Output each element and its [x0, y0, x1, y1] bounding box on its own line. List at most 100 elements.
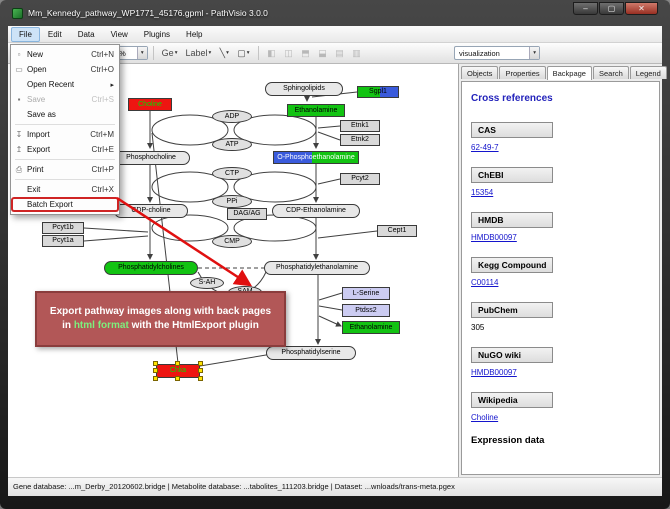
xref-link[interactable]: C00114 [471, 278, 499, 287]
pathway-node-cdp-choline[interactable]: CDP-choline [114, 204, 188, 218]
pathway-node-ethanolamine[interactable]: Ethanolamine [342, 321, 400, 334]
pathway-node-ethanolamine[interactable]: Ethanolamine [287, 104, 345, 117]
selection-handle[interactable] [153, 361, 158, 366]
selection-handle[interactable] [153, 376, 158, 381]
gene-node-tool-button[interactable]: Ge▾ [159, 45, 181, 61]
pathway-node-etnk1[interactable]: Etnk1 [340, 120, 380, 132]
visualization-combo[interactable]: visualization ▾ [454, 46, 540, 60]
line-tool-button[interactable]: ╲▾ [216, 45, 232, 61]
pathway-node-o-phosphoethanolamine[interactable]: O-Phosphoethanolamine [273, 151, 359, 164]
xref-header: CAS [471, 122, 553, 138]
selection-handle[interactable] [198, 376, 203, 381]
tab-search[interactable]: Search [592, 66, 629, 79]
align-left-button[interactable]: ◧ [264, 45, 280, 61]
pathway-node-phosphocholine[interactable]: Phosphocholine [112, 151, 190, 165]
pathway-node-ppi[interactable]: PPi [212, 195, 252, 208]
align-middle-button[interactable]: ⬓ [315, 45, 331, 61]
pathway-node-s-ah[interactable]: S-AH [190, 277, 224, 289]
pathway-node-phosphatidylethanolamine[interactable]: Phosphatidylethanolamine [264, 261, 370, 275]
xref-link[interactable]: Choline [471, 413, 499, 422]
file-menu-item-shortcut: Ctrl+P [91, 165, 114, 174]
menu-plugins[interactable]: Plugins [143, 29, 171, 39]
pathway-node-pcyt1a[interactable]: Pcyt1a [42, 235, 84, 247]
selection-handle[interactable] [198, 361, 203, 366]
pathway-node-cmp[interactable]: CMP [212, 235, 252, 248]
gene-node-tool-caret-icon[interactable]: ▾ [174, 50, 178, 56]
menu-view[interactable]: View [110, 29, 128, 39]
align-top-button[interactable]: ⬒ [298, 45, 314, 61]
menu-edit[interactable]: Edit [47, 29, 62, 39]
xref-link[interactable]: HMDB00097 [471, 368, 517, 377]
pathway-node-cdp-ethanolamine[interactable]: CDP-Ethanolamine [272, 204, 360, 218]
pathway-node-ctp[interactable]: CTP [212, 167, 252, 180]
pathway-node-dag-ag[interactable]: DAG/AG [227, 208, 267, 220]
save-icon: ▪ [17, 95, 21, 104]
align-top-icon: ⬒ [301, 48, 310, 58]
zoom-caret-icon[interactable]: ▾ [136, 47, 147, 59]
selection-handle[interactable] [175, 361, 180, 366]
pathway-node-sgpl1[interactable]: Sgpl1 [357, 86, 399, 98]
selection-handle[interactable] [175, 376, 180, 381]
label-tool-caret-icon[interactable]: ▾ [208, 50, 212, 56]
align-center-icon: ◫ [284, 48, 293, 58]
pathway-node-pcyt1b[interactable]: Pcyt1b [42, 222, 84, 234]
tab-legend[interactable]: Legend [629, 66, 667, 79]
label-tool-button[interactable]: Label▾ [182, 45, 214, 61]
distribute-horizontal-button[interactable]: ▤ [332, 45, 348, 61]
line-tool-caret-icon[interactable]: ▾ [226, 50, 229, 56]
shape-tool-button[interactable]: ▢▾ [234, 45, 252, 61]
app-icon [12, 7, 23, 19]
file-menu-item-open-recent[interactable]: Open Recent▸ [11, 77, 119, 92]
visualization-caret-icon[interactable]: ▾ [529, 47, 539, 59]
pathway-node-ptdss2[interactable]: Ptdss2 [342, 304, 390, 317]
pathway-node-atp[interactable]: ATP [212, 138, 252, 151]
xref-section-cas: CAS 62-49-7 [471, 120, 650, 152]
menu-data[interactable]: Data [77, 29, 95, 39]
menu-separator [15, 159, 115, 160]
menu-file[interactable]: File [11, 26, 40, 42]
minimize-button[interactable]: – [573, 2, 598, 15]
file-menu-item-shortcut: Ctrl+S [91, 95, 114, 104]
annotation-segment: with the HtmlExport plugin [128, 320, 259, 331]
align-center-button[interactable]: ◫ [281, 45, 297, 61]
xref-link[interactable]: HMDB00097 [471, 233, 517, 242]
menu-help[interactable]: Help [186, 29, 203, 39]
pathway-node-pcyt2[interactable]: Pcyt2 [340, 173, 380, 185]
selection-handle[interactable] [198, 368, 203, 373]
xref-link[interactable]: 15354 [471, 188, 494, 197]
tab-properties[interactable]: Properties [499, 66, 546, 79]
selection-handle[interactable] [153, 368, 158, 373]
pathway-node-sphingolipids[interactable]: Sphingolipids [265, 82, 343, 96]
tab-objects[interactable]: Objects [461, 66, 499, 79]
shape-tool-caret-icon[interactable]: ▾ [246, 50, 250, 56]
distribute-vertical-button[interactable]: ▥ [349, 45, 365, 61]
pathway-node-phosphatidylcholines[interactable]: Phosphatidylcholines [104, 261, 198, 275]
tab-backpage[interactable]: Backpage [546, 66, 592, 80]
maximize-button[interactable]: ▢ [599, 2, 624, 15]
xref-value: 305 [471, 323, 485, 332]
align-left-icon: ◧ [267, 48, 276, 58]
pathway-node-etnk2[interactable]: Etnk2 [340, 134, 380, 146]
label-tool-icon: Label [185, 48, 208, 58]
file-menu-item-label: Open Recent [27, 80, 75, 89]
new-icon: ▫ [17, 50, 21, 59]
pathway-node-phosphatidylserine[interactable]: Phosphatidylserine [266, 346, 356, 360]
xref-link[interactable]: 62-49-7 [471, 143, 499, 152]
annotation-text: Export pathway images along with back pa… [47, 305, 274, 334]
pathway-node-choline[interactable]: Choline [128, 98, 172, 111]
close-button[interactable]: ✕ [625, 2, 658, 15]
pathway-node-cept1[interactable]: Cept1 [377, 225, 417, 237]
file-menu-item-batch-export[interactable]: Batch Export [11, 197, 119, 212]
pathway-node-adp[interactable]: ADP [212, 110, 252, 123]
file-menu-item-save-as[interactable]: Save as [11, 107, 119, 122]
pathway-node-l-serine[interactable]: L-Serine [342, 287, 390, 300]
